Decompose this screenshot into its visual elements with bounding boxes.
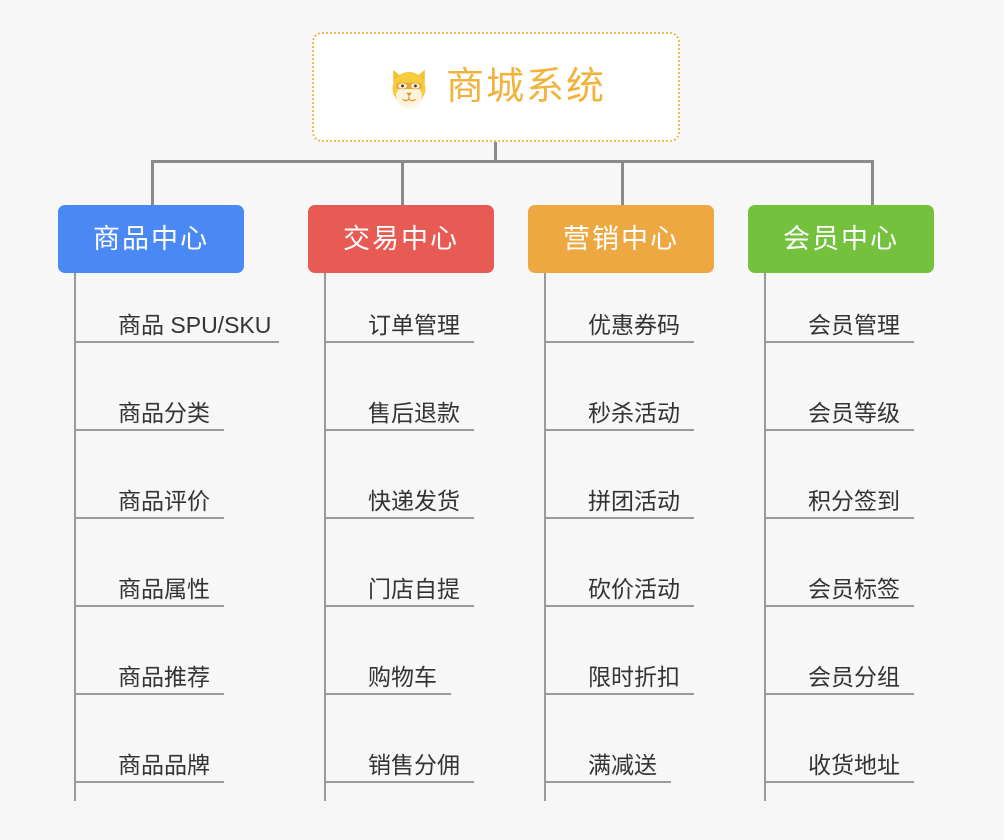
leaf-label: 满减送 [588,752,657,778]
branch-spine-2 [324,273,326,801]
leaf-label: 会员分组 [808,664,900,690]
leaf-underline [324,781,474,783]
leaf-label: 商品评价 [118,488,210,514]
leaf-underline [544,429,694,431]
leaf-label: 积分签到 [808,488,900,514]
leaf-label: 商品 SPU/SKU [118,312,272,338]
leaf-label: 商品分类 [118,400,210,426]
leaf-underline [764,781,914,783]
branch-header-4[interactable]: 会员中心 [748,205,934,273]
leaf-underline [764,517,914,519]
leaf-underline [324,341,474,343]
root-title: 商城系统 [445,66,606,108]
connector-drop-3 [621,160,624,208]
leaf-label: 快递发货 [368,488,460,514]
branch-header-label: 商品中心 [93,223,209,254]
leaf-underline [74,693,224,695]
leaf-underline [544,605,694,607]
leaf-label: 砍价活动 [588,576,680,602]
branch-spine-1 [74,273,76,801]
branch-header-3[interactable]: 营销中心 [528,205,714,273]
connector-drop-4 [871,160,874,208]
leaf-label: 收货地址 [808,752,900,778]
root-node[interactable]: 商城系统 [312,32,680,142]
leaf-underline [764,605,914,607]
connector-horizontal-bus [151,160,874,163]
leaf-underline [544,693,694,695]
connector-root-stem [494,142,497,162]
dog-face-icon [386,64,432,110]
branch-header-1[interactable]: 商品中心 [58,205,244,273]
branch-header-label: 会员中心 [783,223,899,254]
leaf-underline [764,341,914,343]
leaf-underline [74,429,224,431]
leaf-label: 优惠券码 [588,312,680,338]
leaf-label: 会员标签 [808,576,900,602]
leaf-underline [74,341,279,343]
branch-spine-4 [764,273,766,801]
leaf-label: 购物车 [368,664,437,690]
leaf-label: 商品品牌 [118,752,210,778]
leaf-label: 门店自提 [368,576,460,602]
leaf-underline [324,517,474,519]
leaf-label: 售后退款 [368,400,460,426]
leaf-label: 秒杀活动 [588,400,680,426]
leaf-label: 销售分佣 [368,752,460,778]
leaf-underline [324,429,474,431]
leaf-underline [324,605,474,607]
leaf-underline [74,605,224,607]
leaf-underline [324,693,451,695]
leaf-label: 商品属性 [118,576,210,602]
leaf-underline [544,781,671,783]
connector-drop-2 [401,160,404,208]
leaf-label: 限时折扣 [588,664,680,690]
branch-header-2[interactable]: 交易中心 [308,205,494,273]
leaf-label: 商品推荐 [118,664,210,690]
leaf-underline [74,517,224,519]
branch-header-label: 营销中心 [563,223,679,254]
leaf-underline [764,429,914,431]
leaf-underline [544,517,694,519]
connector-drop-1 [151,160,154,208]
leaf-label: 拼团活动 [588,488,680,514]
leaf-label: 会员管理 [808,312,900,338]
leaf-label: 订单管理 [368,312,460,338]
leaf-underline [74,781,224,783]
branch-spine-3 [544,273,546,801]
leaf-underline [544,341,694,343]
branch-header-label: 交易中心 [343,223,459,254]
leaf-label: 会员等级 [808,400,900,426]
leaf-underline [764,693,914,695]
